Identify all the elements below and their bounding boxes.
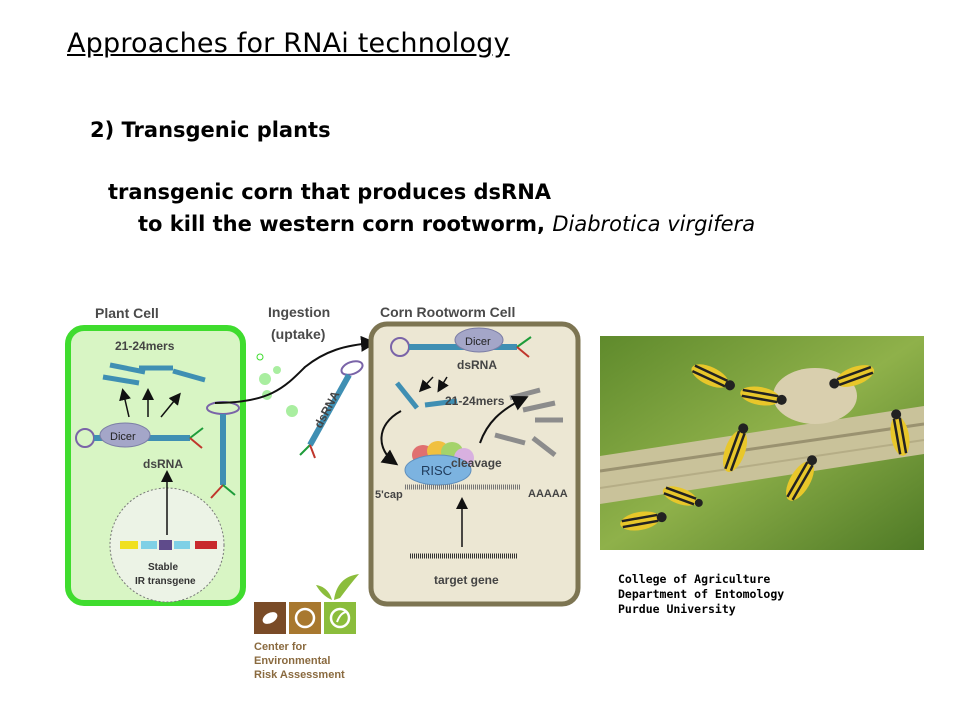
strand-end xyxy=(516,346,530,358)
sub-heading: 2) Transgenic plants xyxy=(90,118,331,142)
strand-end xyxy=(309,444,316,459)
beetle-icon xyxy=(620,511,667,531)
credit-block: College of Agriculture Department of Ent… xyxy=(618,572,784,617)
plant-cell-label: Plant Cell xyxy=(95,305,159,321)
strand-end xyxy=(189,427,204,439)
transgene-segment xyxy=(174,541,190,549)
arrow xyxy=(418,376,434,393)
vesicle xyxy=(256,353,264,361)
beetle-icon xyxy=(722,423,749,472)
rootworm-dicer-label: Dicer xyxy=(465,336,491,348)
risc-loading-arrow xyxy=(380,410,402,466)
strand-end xyxy=(222,484,236,496)
transit-dsrna-label: dsRNA xyxy=(311,388,342,430)
credit-university: Purdue University xyxy=(618,602,736,616)
rnai-diagram: Plant Cell 21-24mers Dicer dsRNA Stable … xyxy=(65,304,581,607)
strand-end xyxy=(189,437,203,449)
beetle-icon xyxy=(890,409,910,456)
cera-line-1: Center for xyxy=(254,641,307,653)
description-line-1: transgenic corn that produces dsRNA xyxy=(108,180,552,204)
beetle-icon xyxy=(662,486,703,507)
plant-dsrna-label: dsRNA xyxy=(143,457,183,471)
uptake-label: (uptake) xyxy=(271,326,325,342)
corn-stalk xyxy=(600,406,924,504)
cleavage-label: cleavage xyxy=(451,456,502,470)
cera-text: Center for Environmental Risk Assessment xyxy=(254,640,345,682)
five-cap-label: 5'cap xyxy=(375,489,403,501)
description-line-2: to kill the western corn rootworm, Diabr… xyxy=(138,212,755,236)
rootworm-dsrna-label: dsRNA xyxy=(457,358,497,372)
stable-label: Stable xyxy=(148,562,178,573)
strand-end xyxy=(210,484,224,499)
degradation-arrow xyxy=(479,395,529,444)
species-name: Diabrotica virgifera xyxy=(552,212,756,236)
transgene-segment xyxy=(120,541,138,549)
plant-dicer-label: Dicer xyxy=(110,431,136,443)
cera-logo xyxy=(254,574,359,634)
vesicle xyxy=(259,373,271,385)
degraded-fragment xyxy=(531,436,557,457)
uptake-arrow xyxy=(214,335,377,404)
description-line-2-text: to kill the western corn rootworm, xyxy=(138,212,553,236)
ingestion-label: Ingestion xyxy=(268,304,330,320)
vesicle xyxy=(286,405,298,417)
plant-mers-label: 21-24mers xyxy=(115,339,175,353)
rna-fragment xyxy=(395,381,419,410)
rootworm-cell-label: Corn Rootworm Cell xyxy=(380,304,515,320)
rna-fragment xyxy=(109,362,146,375)
dsrna-stem xyxy=(307,373,352,447)
dicer-enzyme xyxy=(99,422,151,448)
beetle-icon xyxy=(691,364,735,391)
arrow xyxy=(160,392,181,418)
sprout-icon xyxy=(334,574,359,600)
ir-transgene-label: IR transgene xyxy=(135,576,196,587)
risc-label: RISC xyxy=(421,463,452,478)
strand-end xyxy=(299,444,311,456)
rootworm-beetle-photo xyxy=(600,336,924,550)
transgene-segment xyxy=(141,541,157,549)
target-gene-label: target gene xyxy=(434,573,499,587)
cera-line-3: Risk Assessment xyxy=(254,669,345,681)
rna-fragment xyxy=(424,398,458,408)
strand-end xyxy=(516,336,532,348)
vesicle xyxy=(273,366,281,374)
arrow xyxy=(437,376,449,393)
transgene-segment xyxy=(195,541,217,549)
degraded-fragment xyxy=(494,432,526,446)
rna-fragment xyxy=(102,374,140,386)
beetle-icon xyxy=(740,386,787,406)
credit-department: Department of Entomology xyxy=(618,587,785,601)
hairpin-loop xyxy=(340,360,364,376)
arrow xyxy=(119,388,131,418)
poly-a-label: AAAAA xyxy=(528,488,568,500)
slide-title: Approaches for RNAi technology xyxy=(67,28,510,59)
beetle-icon xyxy=(786,455,817,501)
dicer-enzyme xyxy=(454,327,504,353)
cera-line-2: Environmental xyxy=(254,655,331,667)
credit-college: College of Agriculture xyxy=(618,572,771,586)
rootworm-mers-label: 21-24mers xyxy=(445,394,505,408)
beetle-icon xyxy=(829,365,875,389)
rna-fragment xyxy=(172,368,206,383)
transgene-segment xyxy=(159,540,172,550)
